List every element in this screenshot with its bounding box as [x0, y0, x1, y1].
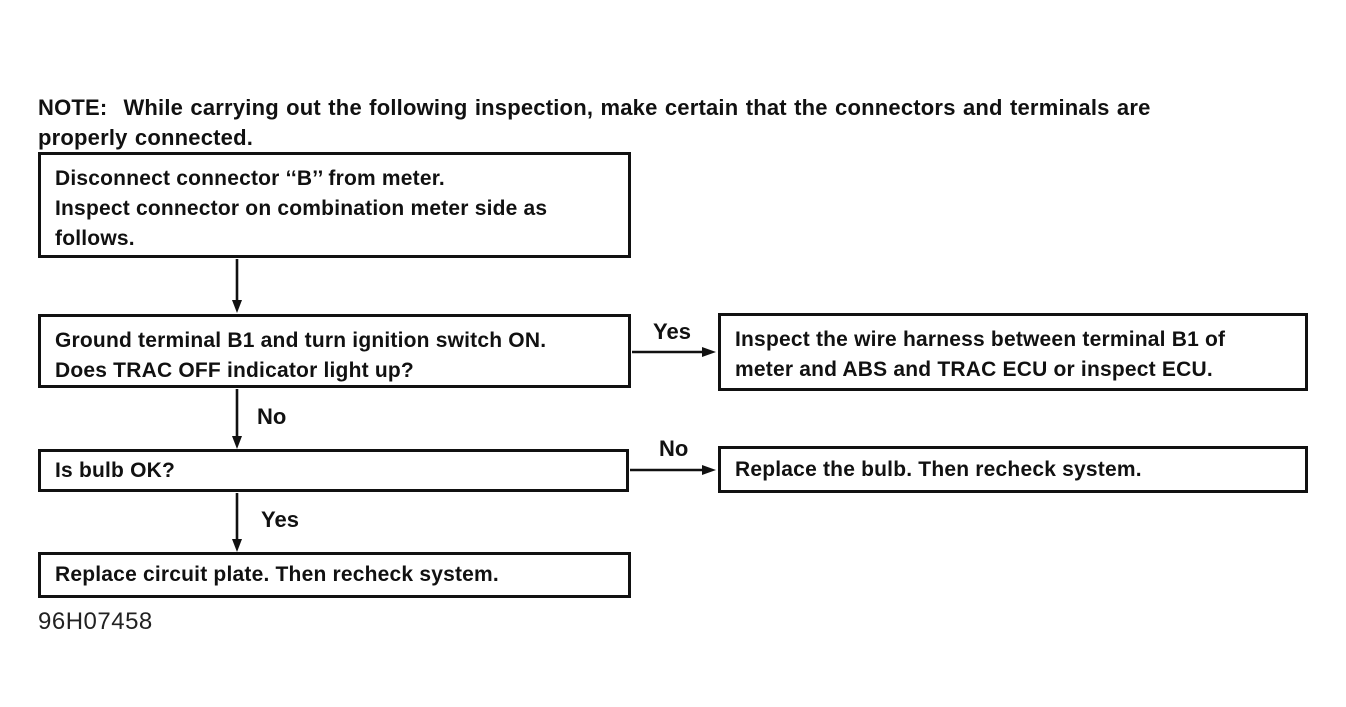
figure-code: 96H07458 — [38, 608, 153, 635]
flow-box-step2-text: Ground terminal B1 and turn ignition swi… — [55, 329, 547, 382]
edge-step2-resultyes-arrowhead — [702, 347, 716, 357]
flow-box-step3-text: Is bulb OK? — [55, 458, 176, 482]
edge-step2-step3-arrowhead — [232, 436, 242, 449]
flow-box-result-yes: Inspect the wire harness between termina… — [718, 313, 1308, 391]
flow-box-result-yes-text: Inspect the wire harness between termina… — [735, 328, 1226, 381]
edge-step3-resultno-arrowhead — [702, 465, 716, 475]
flow-box-step1: Disconnect connector ‘‘B’’ from meter. I… — [38, 152, 631, 258]
flow-box-step4-text: Replace circuit plate. Then recheck syst… — [55, 563, 499, 586]
flow-box-step2: Ground terminal B1 and turn ignition swi… — [38, 314, 631, 388]
flow-box-step4: Replace circuit plate. Then recheck syst… — [38, 552, 631, 598]
flow-box-step3: Is bulb OK? — [38, 449, 629, 492]
flow-box-result-no: Replace the bulb. Then recheck system. — [718, 446, 1308, 493]
branch-label-yes-step3: Yes — [261, 507, 299, 532]
edge-step3-step4-arrowhead — [232, 539, 242, 552]
flow-box-step1-text: Disconnect connector ‘‘B’’ from meter. I… — [55, 167, 548, 250]
note-label: NOTE: — [38, 95, 108, 120]
flow-box-result-no-text: Replace the bulb. Then recheck system. — [735, 457, 1142, 481]
note-text: NOTE: While carrying out the following in… — [38, 93, 1333, 153]
branch-label-no-step3: No — [659, 436, 689, 461]
branch-label-yes-step2: Yes — [653, 319, 691, 344]
note-line2: properly connected. — [38, 125, 254, 150]
edge-step1-step2-arrowhead — [232, 300, 242, 313]
branch-label-no-step2: No — [257, 404, 287, 429]
note-line1: While carrying out the following inspect… — [123, 95, 1151, 120]
